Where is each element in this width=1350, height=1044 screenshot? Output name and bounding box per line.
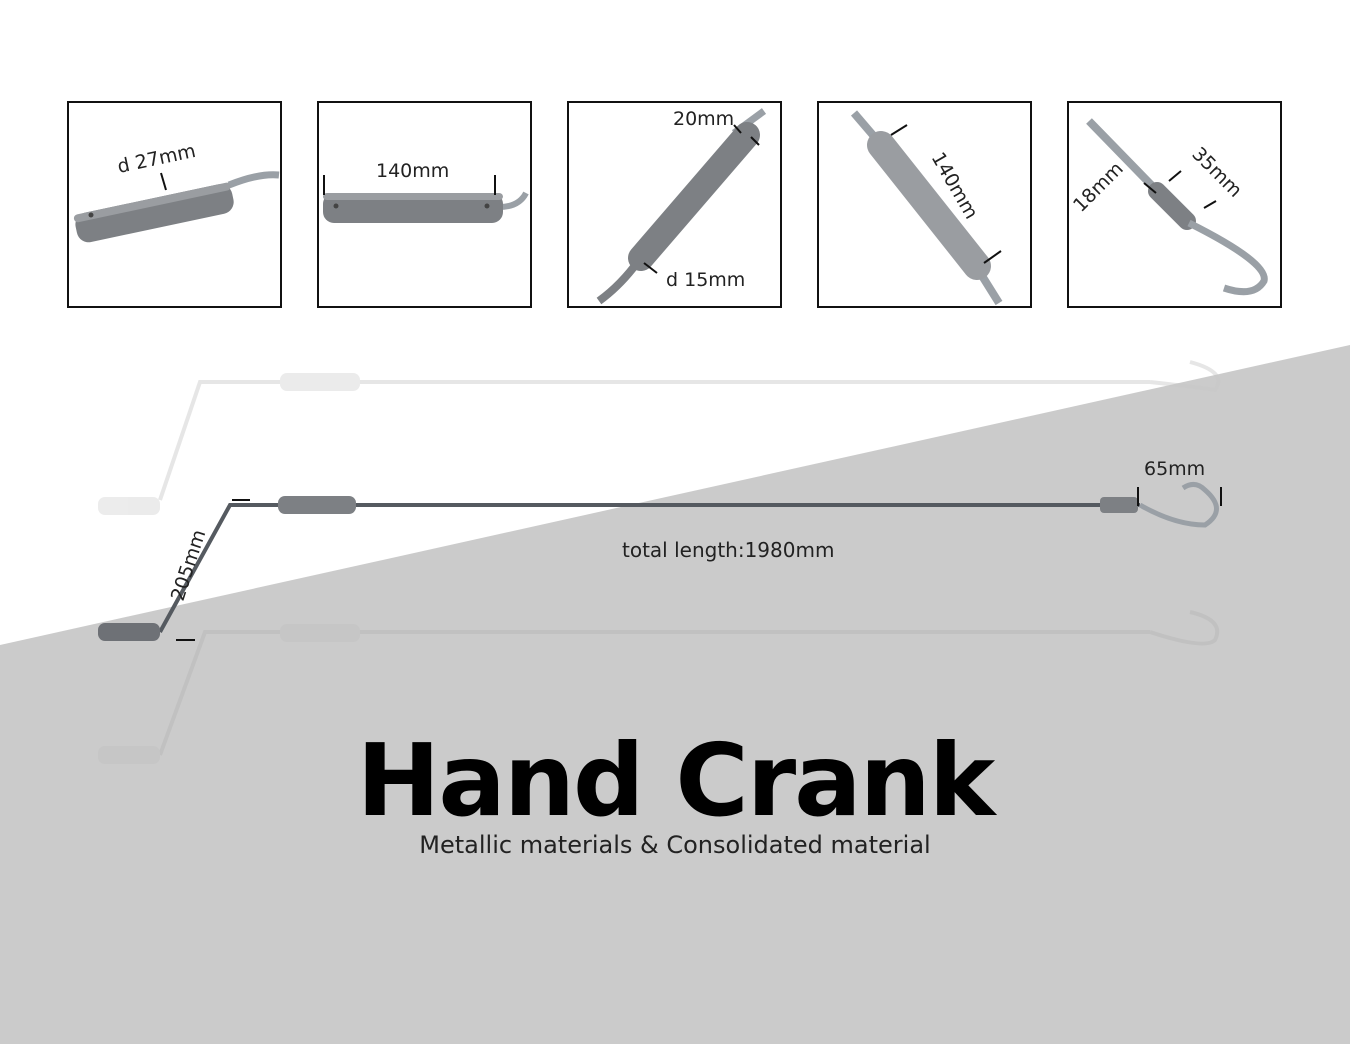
thumbnail-grip-diameter: d 27mm: [67, 101, 282, 308]
grip-image: d 27mm: [73, 140, 280, 243]
crank-offset-label: 205mm: [167, 527, 211, 604]
crank-ghost-bottom: [98, 610, 1220, 764]
grip-angled-image: 140mm: [850, 110, 1003, 306]
thumbnail-hook: 18mm 35mm: [1067, 101, 1282, 308]
grip-length-label: 140mm: [376, 160, 449, 182]
grip-bottom-diameter-label: d 15mm: [666, 269, 745, 291]
hook-width-label: 65mm: [1144, 458, 1205, 480]
crank-ghost-top: [98, 360, 1221, 515]
page-title: Hand Crank: [356, 722, 996, 839]
thumbnail-grip-length: 140mm: [317, 101, 532, 308]
thumbnail-grip-diagonal-length: 140mm: [817, 101, 1032, 308]
thumbnail-grip-diameters: 20mm d 15mm: [567, 101, 782, 308]
crank-main: [98, 482, 1219, 641]
grip-side-image: 140mm: [323, 160, 529, 223]
grip-diagonal-image: 20mm d 15mm: [596, 108, 767, 305]
hook-image: 18mm 35mm: [1069, 118, 1268, 296]
grip-top-diameter-label: 20mm: [673, 108, 734, 130]
page-subtitle: Metallic materials & Consolidated materi…: [419, 831, 931, 859]
total-length-label: total length:1980mm: [622, 538, 834, 562]
